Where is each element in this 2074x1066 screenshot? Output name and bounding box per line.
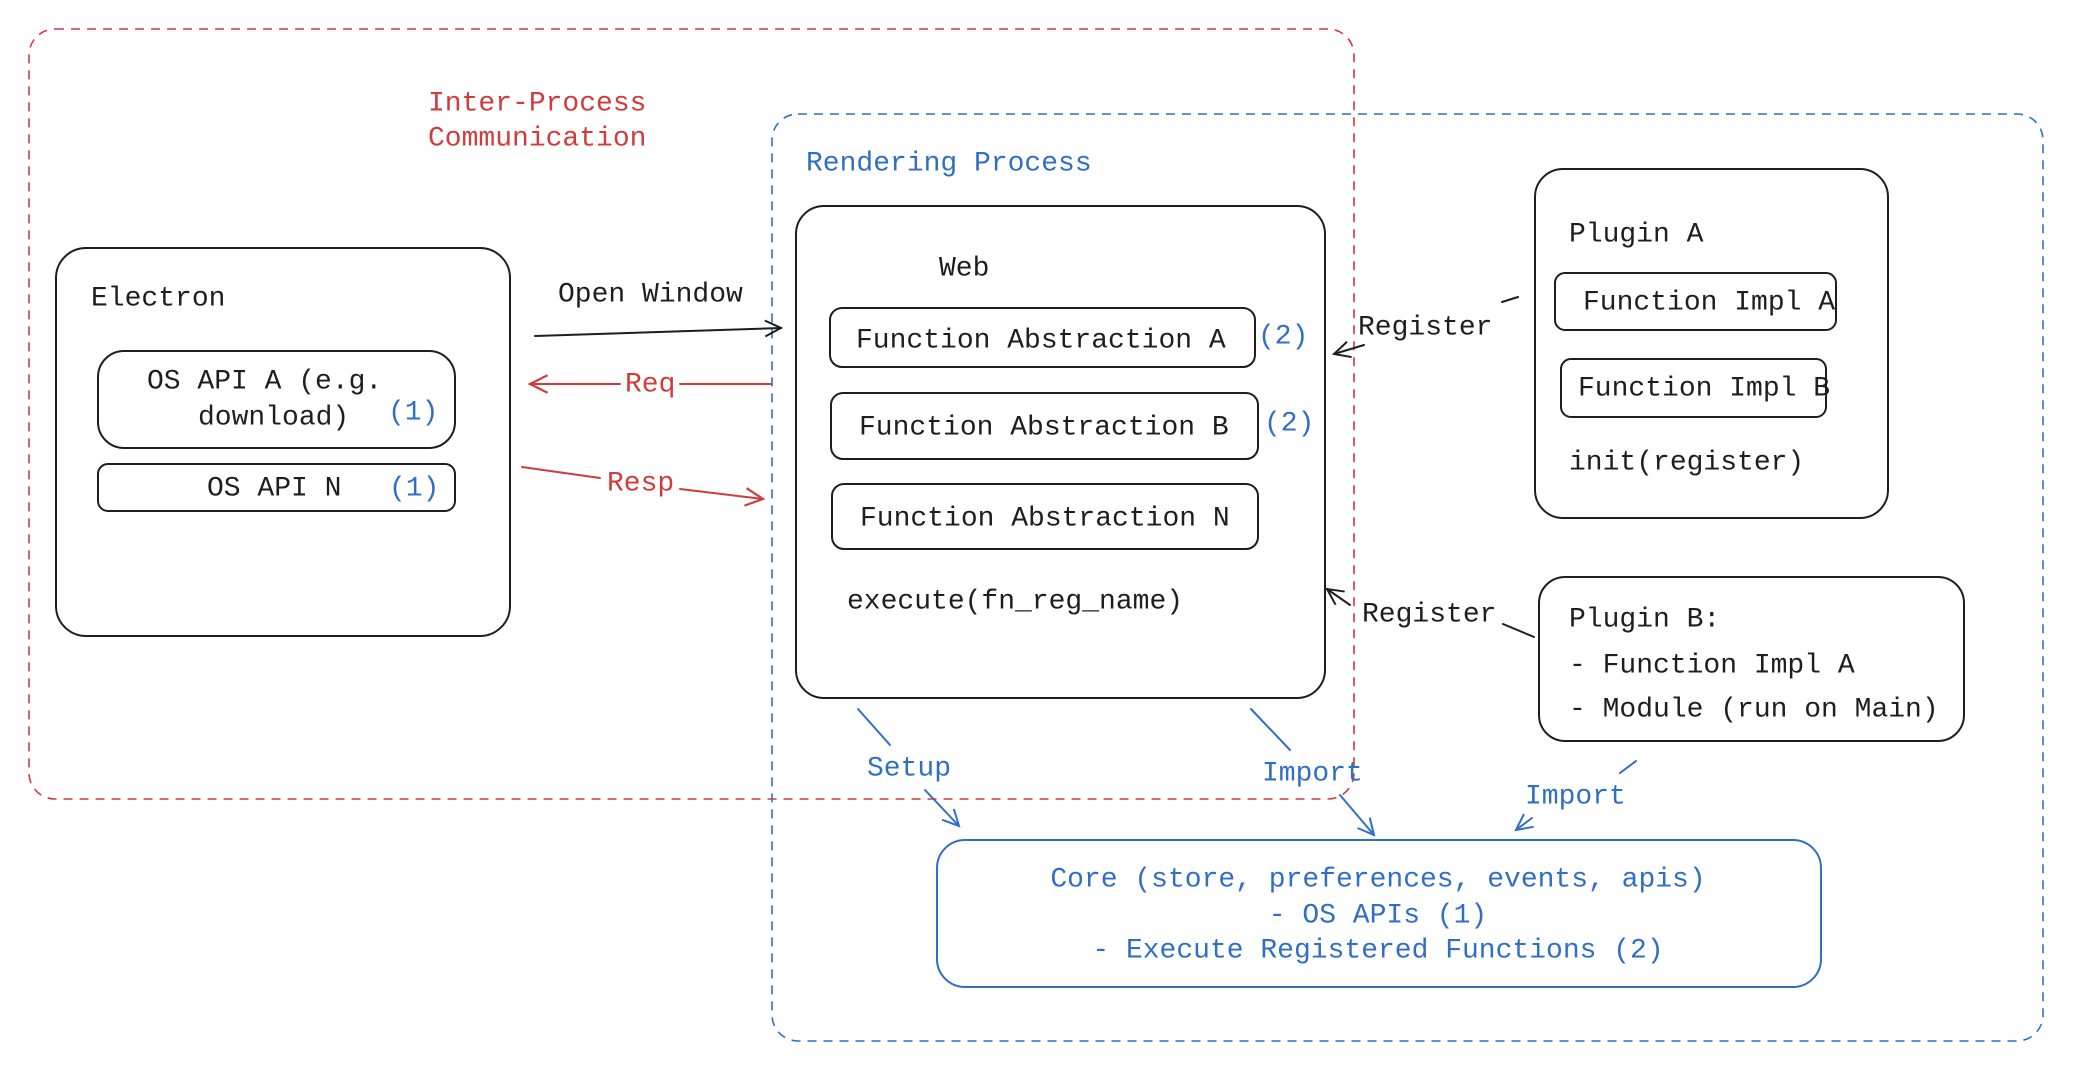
resp-label: Resp [607, 468, 674, 499]
electron-node: Electron OS API A (e.g. download) (1) OS… [55, 247, 511, 637]
register-a-arrow [1334, 345, 1365, 354]
register-b-arrow [1327, 589, 1351, 606]
import-web-arrow-tail [1250, 708, 1291, 751]
import-plugin-arrow [1516, 818, 1532, 830]
plugin-b-title: Plugin B: [1569, 604, 1720, 635]
register-a-label: Register [1358, 312, 1492, 343]
plugin-b-line2: - Module (run on Main) [1569, 694, 1939, 725]
setup-arrow-tail [857, 708, 891, 746]
function-abstraction-a-box [829, 307, 1256, 368]
web-node: Web Function Abstraction A (2) Function … [795, 205, 1326, 699]
impl-b-label: Function Impl B [1578, 373, 1830, 404]
core-node: Core (store, preferences, events, apis) … [936, 839, 1822, 988]
function-abstraction-n-box [831, 483, 1259, 550]
req-label: Req [625, 369, 675, 400]
electron-title: Electron [91, 283, 225, 314]
function-abstraction-b: Function Abstraction B [859, 412, 1229, 443]
function-abstraction-a-tag: (2) [1258, 321, 1308, 352]
register-b-arrow-tail [1502, 623, 1535, 638]
open-window-arrow [534, 328, 781, 336]
resp-arrow-tail [521, 466, 601, 479]
ipc-group-frame [28, 28, 1355, 800]
core-line1: Core (store, preferences, events, apis) [1050, 864, 1705, 895]
plugin-b-line1: - Function Impl A [1569, 650, 1855, 681]
os-api-n-label: OS API N [207, 473, 341, 504]
function-abstraction-a: Function Abstraction A [856, 325, 1226, 356]
impl-a-box [1554, 272, 1837, 331]
setup-label: Setup [867, 753, 951, 784]
register-a-arrow-tail [1501, 296, 1519, 303]
os-api-a-line2: download) [198, 402, 349, 433]
import-plugin-label: Import [1525, 781, 1626, 812]
function-abstraction-b-tag: (2) [1264, 408, 1314, 439]
os-api-n-box [97, 463, 456, 512]
core-line2: - OS APIs (1) [1269, 900, 1487, 931]
open-window-label: Open Window [558, 279, 743, 310]
rendering-label: Rendering Process [806, 148, 1092, 179]
core-line3: - Execute Registered Functions (2) [1092, 935, 1663, 966]
function-abstraction-b-box [830, 392, 1259, 460]
plugin-a-title: Plugin A [1569, 219, 1704, 250]
ipc-label-line2: Communication [428, 123, 646, 154]
plugin-b-node: Plugin B: - Function Impl A - Module (ru… [1538, 576, 1965, 742]
function-abstraction-n: Function Abstraction N [860, 503, 1230, 534]
import-web-arrow [1339, 794, 1374, 835]
rendering-group-frame [771, 113, 2044, 1042]
impl-b-box [1560, 358, 1827, 418]
import-plugin-arrow-tail [1619, 760, 1637, 774]
register-b-label: Register [1362, 599, 1496, 630]
ipc-label-line1: Inter-Process [428, 88, 646, 119]
resp-arrow [679, 489, 763, 499]
impl-a-label: Function Impl A [1583, 287, 1835, 318]
import-web-label: Import [1262, 758, 1363, 789]
os-api-a-line1: OS API A (e.g. [147, 366, 382, 397]
os-api-n-tag: (1) [389, 473, 439, 504]
setup-arrow [924, 789, 959, 826]
os-api-a-tag: (1) [388, 397, 438, 428]
os-api-a-box [97, 350, 456, 449]
plugin-a-node: Plugin A Function Impl A Function Impl B… [1534, 168, 1889, 519]
init-label: init(register) [1569, 447, 1804, 478]
execute-label: execute(fn_reg_name) [847, 586, 1183, 617]
web-title: Web [939, 253, 989, 284]
